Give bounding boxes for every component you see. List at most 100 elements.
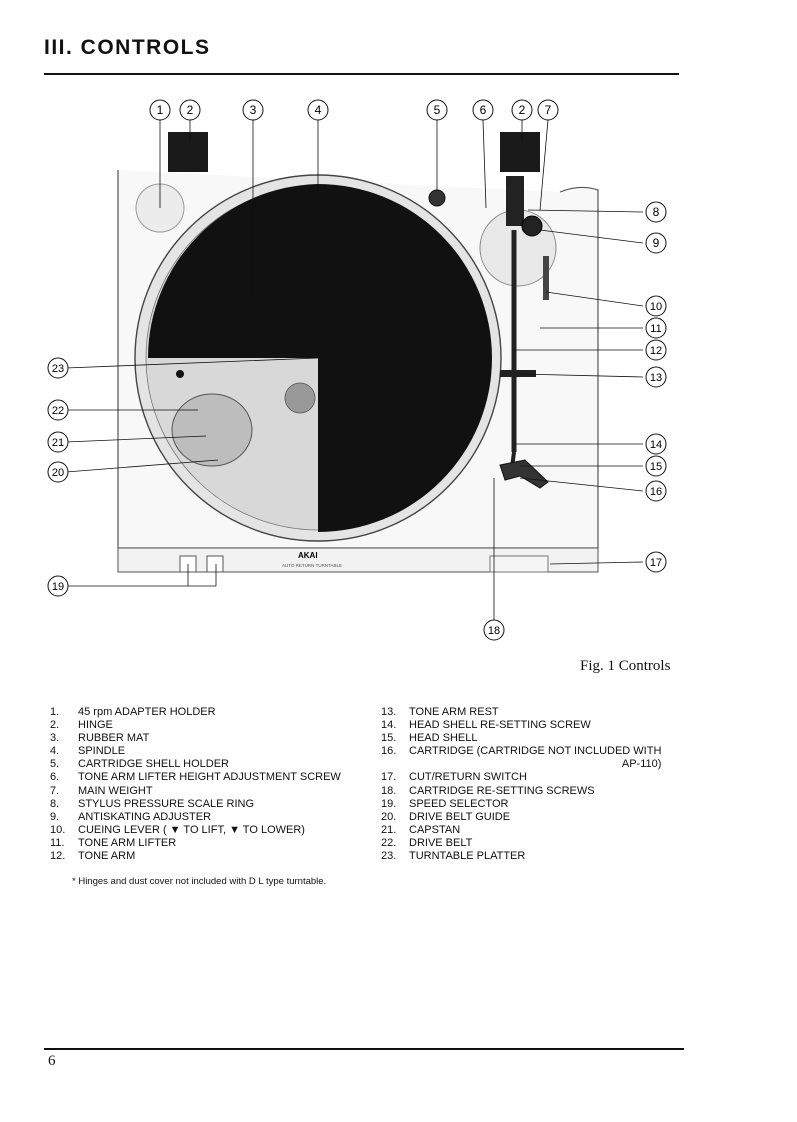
part-row: 10.CUEING LEVER ( ▼ TO LIFT, ▼ TO LOWER) [50, 824, 341, 837]
part-row: 20.DRIVE BELT GUIDE [381, 811, 661, 824]
part-label: TONE ARM LIFTER [78, 837, 176, 850]
callout-label: 18 [488, 625, 500, 637]
part-number: 10. [50, 824, 78, 837]
platter-hole [285, 383, 315, 413]
part-label: CARTRIDGE (CARTRIDGE NOT INCLUDED WITH [409, 745, 661, 758]
turntable-illustration: AKAI AUTO RETURN TURNTABLE [0, 80, 797, 660]
section-heading: III. CONTROLS [44, 36, 211, 60]
callout-label: 8 [653, 205, 660, 219]
part-number: 9. [50, 811, 78, 824]
callout-label: 19 [52, 581, 64, 593]
part-label: TURNTABLE PLATTER [409, 850, 525, 863]
part-row: 7.MAIN WEIGHT [50, 785, 341, 798]
callout-label: 2 [519, 103, 526, 117]
part-row: 6.TONE ARM LIFTER HEIGHT ADJUSTMENT SCRE… [50, 771, 341, 784]
part-row: 4.SPINDLE [50, 745, 341, 758]
part-label-continuation: AP-110) [381, 758, 661, 771]
callout-label: 20 [52, 467, 64, 479]
part-label: CARTRIDGE RE-SETTING SCREWS [409, 785, 595, 798]
part-number: 18. [381, 785, 409, 798]
part-label: DRIVE BELT [409, 837, 472, 850]
part-label: 45 rpm ADAPTER HOLDER [78, 706, 216, 719]
part-label: SPINDLE [78, 745, 125, 758]
controls-figure: AKAI AUTO RETURN TURNTABLE [0, 80, 797, 660]
part-number: 1. [50, 706, 78, 719]
speed-selector-45 [207, 556, 223, 572]
part-row: 15.HEAD SHELL [381, 732, 661, 745]
part-number: 5. [50, 758, 78, 771]
antiskating-adjuster [522, 216, 542, 236]
part-row: 14.HEAD SHELL RE-SETTING SCREW [381, 719, 661, 732]
part-label: CAPSTAN [409, 824, 460, 837]
part-row: 1.45 rpm ADAPTER HOLDER [50, 706, 341, 719]
part-number: 17. [381, 771, 409, 784]
callout-label: 3 [250, 103, 257, 117]
part-number: 15. [381, 732, 409, 745]
drive-belt-window [172, 394, 252, 466]
part-row: 23.TURNTABLE PLATTER [381, 850, 661, 863]
callout-label: 14 [650, 439, 662, 451]
part-number: 16. [381, 745, 409, 758]
part-label: MAIN WEIGHT [78, 785, 153, 798]
tone-arm-rest [500, 370, 536, 377]
part-number: 12. [50, 850, 78, 863]
part-number: 13. [381, 706, 409, 719]
callout-label: 15 [650, 461, 662, 473]
part-row: 9.ANTISKATING ADJUSTER [50, 811, 341, 824]
part-label: CARTRIDGE SHELL HOLDER [78, 758, 229, 771]
callout-label: 13 [650, 372, 662, 384]
figure-caption: Fig. 1 Controls [580, 658, 670, 675]
part-label: HEAD SHELL RE-SETTING SCREW [409, 719, 591, 732]
part-number: 6. [50, 771, 78, 784]
cueing-lever [543, 256, 549, 300]
part-row: 2.HINGE [50, 719, 341, 732]
part-label: TONE ARM LIFTER HEIGHT ADJUSTMENT SCREW [78, 771, 341, 784]
main-weight [506, 176, 524, 226]
callout-label: 6 [480, 103, 487, 117]
part-row: 17.CUT/RETURN SWITCH [381, 771, 661, 784]
part-number: 7. [50, 785, 78, 798]
hinge-right [500, 132, 540, 172]
part-row: 12.TONE ARM [50, 850, 341, 863]
callout-label: 16 [650, 486, 662, 498]
callout-label: 5 [434, 103, 441, 117]
part-number: 14. [381, 719, 409, 732]
part-label: SPEED SELECTOR [409, 798, 508, 811]
part-row: 21.CAPSTAN [381, 824, 661, 837]
callout-label: 17 [650, 557, 662, 569]
part-label: ANTISKATING ADJUSTER [78, 811, 211, 824]
callout-label: 2 [187, 103, 194, 117]
part-row: 11.TONE ARM LIFTER [50, 837, 341, 850]
callout-label: 4 [315, 103, 322, 117]
part-row: 3.RUBBER MAT [50, 732, 341, 745]
callout-label: 21 [52, 437, 64, 449]
shell-holder [429, 190, 445, 206]
part-row: 22.DRIVE BELT [381, 837, 661, 850]
part-number: 3. [50, 732, 78, 745]
part-label: DRIVE BELT GUIDE [409, 811, 510, 824]
model-strip-label: AUTO RETURN TURNTABLE [282, 563, 342, 568]
footer-rule [44, 1048, 684, 1050]
part-label: CUEING LEVER ( ▼ TO LIFT, ▼ TO LOWER) [78, 824, 305, 837]
part-row: 18.CARTRIDGE RE-SETTING SCREWS [381, 785, 661, 798]
hinge-left [168, 132, 208, 172]
part-row: 8.STYLUS PRESSURE SCALE RING [50, 798, 341, 811]
brand-label: AKAI [298, 551, 318, 560]
part-number: 20. [381, 811, 409, 824]
heading-rule [44, 73, 679, 75]
page-number: 6 [48, 1053, 56, 1070]
part-number: 23. [381, 850, 409, 863]
part-label: TONE ARM REST [409, 706, 499, 719]
part-number: 4. [50, 745, 78, 758]
callout-label: 7 [545, 103, 552, 117]
part-label: HINGE [78, 719, 113, 732]
parts-list-right: 13.TONE ARM REST 14.HEAD SHELL RE-SETTIN… [381, 706, 661, 863]
cut-return-switch [490, 556, 548, 572]
part-number: 22. [381, 837, 409, 850]
part-number: 11. [50, 837, 78, 850]
footnote: * Hinges and dust cover not included wit… [72, 876, 326, 887]
callout-label: 9 [653, 236, 660, 250]
part-number: 19. [381, 798, 409, 811]
part-row: 13.TONE ARM REST [381, 706, 661, 719]
parts-list-left: 1.45 rpm ADAPTER HOLDER 2.HINGE 3.RUBBER… [50, 706, 341, 863]
